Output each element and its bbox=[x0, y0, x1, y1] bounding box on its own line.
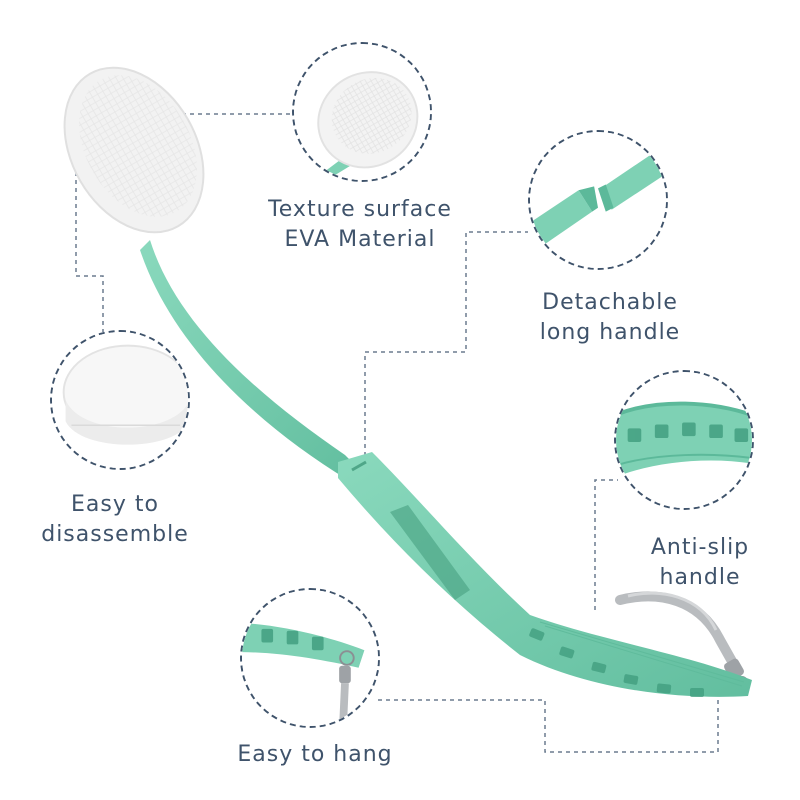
connector-lines bbox=[75, 113, 719, 753]
feature-label-detachable: Detachable long handle bbox=[505, 288, 715, 348]
texture-callout bbox=[292, 42, 432, 182]
feature-label-line: Anti-slip bbox=[650, 535, 750, 560]
detachable-callout bbox=[528, 130, 668, 270]
feature-label-texture: Texture surface EVA Material bbox=[250, 195, 470, 255]
feature-label-line: EVA Material bbox=[284, 227, 436, 252]
antislip-callout bbox=[614, 370, 754, 510]
feature-label-line: Detachable bbox=[542, 290, 678, 315]
feature-label-line: long handle bbox=[539, 320, 681, 345]
feature-label-line: Easy to bbox=[71, 492, 159, 517]
feature-label-hang: Easy to hang bbox=[210, 740, 420, 770]
hang-callout bbox=[240, 588, 380, 728]
thin-handle bbox=[140, 240, 360, 480]
feature-label-disassemble: Easy to disassemble bbox=[20, 490, 210, 550]
feature-label-line: disassemble bbox=[41, 522, 189, 547]
feature-label-line: Texture surface bbox=[268, 197, 452, 222]
feature-label-antislip: Anti-slip handle bbox=[620, 533, 780, 593]
feature-label-line: Easy to hang bbox=[237, 742, 393, 767]
brush-head bbox=[63, 66, 205, 234]
disassemble-callout bbox=[50, 330, 190, 470]
feature-label-line: handle bbox=[659, 565, 741, 590]
